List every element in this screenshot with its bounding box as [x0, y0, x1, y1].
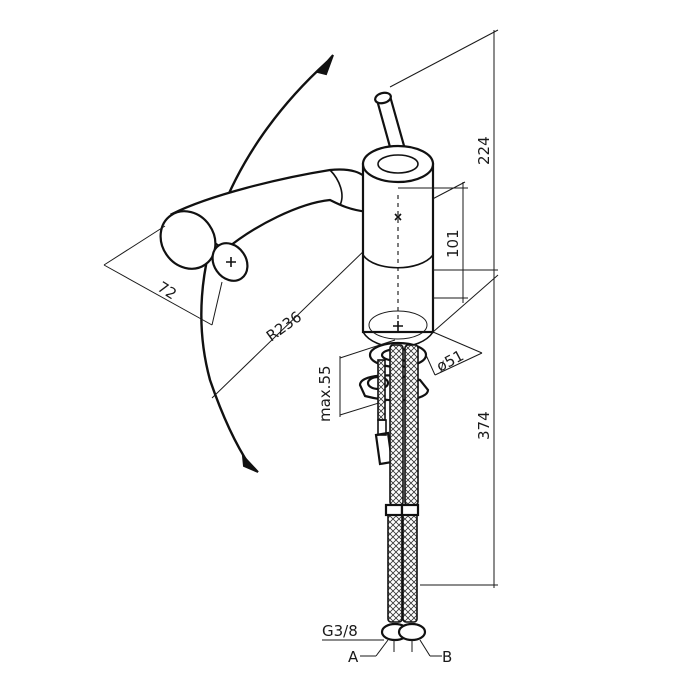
swing-arc: [200, 54, 334, 473]
spout-center-mark-icon: [226, 257, 236, 267]
dimension-374-label: 374: [475, 411, 493, 440]
dimension-224: 224: [389, 29, 499, 272]
dimension-diameter-51-label: ø51: [433, 346, 466, 375]
dimension-224-label: 224: [475, 136, 493, 165]
dimension-diameter-51: ø51: [425, 331, 483, 376]
dimension-max-55-label: max.55: [316, 365, 334, 422]
faucet-body: [361, 144, 435, 348]
thread-label: G3/8: [322, 622, 358, 640]
arc-arrow-bottom-icon: [241, 453, 259, 473]
arc-arrow-top-icon: [316, 54, 334, 76]
connection-labels: G3/8 A B: [322, 622, 452, 666]
hose-b-label: B: [442, 648, 452, 666]
dimension-374: 374: [420, 272, 499, 588]
hose-a-label: A: [348, 648, 359, 666]
body-center-mark-icon: [393, 321, 403, 331]
flexible-hoses: [384, 344, 420, 623]
dimension-72-label: 72: [154, 278, 180, 303]
dimension-max-55: max.55: [316, 339, 396, 422]
dimension-101: 101: [398, 182, 468, 303]
dimension-101-label: 101: [444, 229, 462, 258]
dimension-r236-label: R236: [263, 308, 305, 346]
spout-joint-mark-icon: [394, 213, 402, 221]
hose-fittings: [380, 622, 427, 652]
spout: [159, 168, 370, 282]
